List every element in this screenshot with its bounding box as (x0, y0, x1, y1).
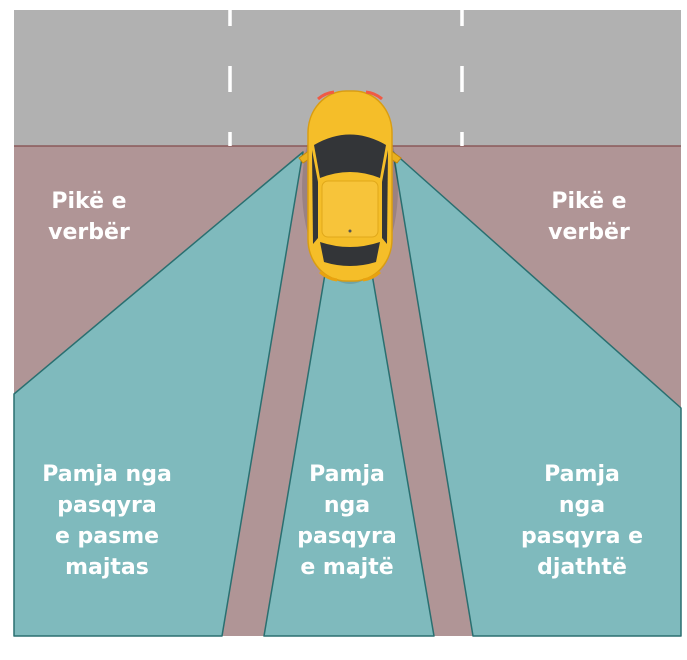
blind-spot-right-label: Pikë e verbër (534, 186, 644, 248)
view-left-rear-mirror-label: Pamja nga pasqyra e pasme majtas (22, 459, 192, 583)
lane-markings (228, 10, 464, 146)
view-right-line2: nga (558, 493, 606, 518)
view-left-line4: majtas (65, 555, 149, 580)
blind-spot-right-line2: verbër (548, 220, 630, 245)
view-center-line1: Pamja (309, 462, 385, 487)
view-right-mirror-label: Pamja nga pasqyra e djathtë (512, 459, 652, 583)
view-center-line3: pasqyra (297, 524, 397, 549)
blind-spot-left-line2: verbër (48, 220, 130, 245)
view-right-line4: djathtë (537, 555, 627, 580)
left-rear-mirror-zone (13, 151, 304, 637)
blind-spot-left-line1: Pikë e (51, 189, 127, 214)
blind-spot-left-label: Pikë e verbër (34, 186, 144, 248)
view-left-mirror-label: Pamja nga pasqyra e majtë (287, 459, 407, 583)
car-top-view-icon (298, 90, 402, 284)
blind-spot-right-line1: Pikë e (551, 189, 627, 214)
view-left-line1: Pamja nga (42, 462, 172, 487)
right-mirror-zone (392, 151, 682, 637)
view-center-line2: nga (323, 493, 371, 518)
view-right-line3: pasqyra e (520, 524, 644, 549)
view-left-line2: pasqyra (57, 493, 157, 518)
view-right-line1: Pamja (544, 462, 620, 487)
view-center-line4: e majtë (300, 555, 394, 580)
view-left-line3: e pasme (54, 524, 160, 549)
